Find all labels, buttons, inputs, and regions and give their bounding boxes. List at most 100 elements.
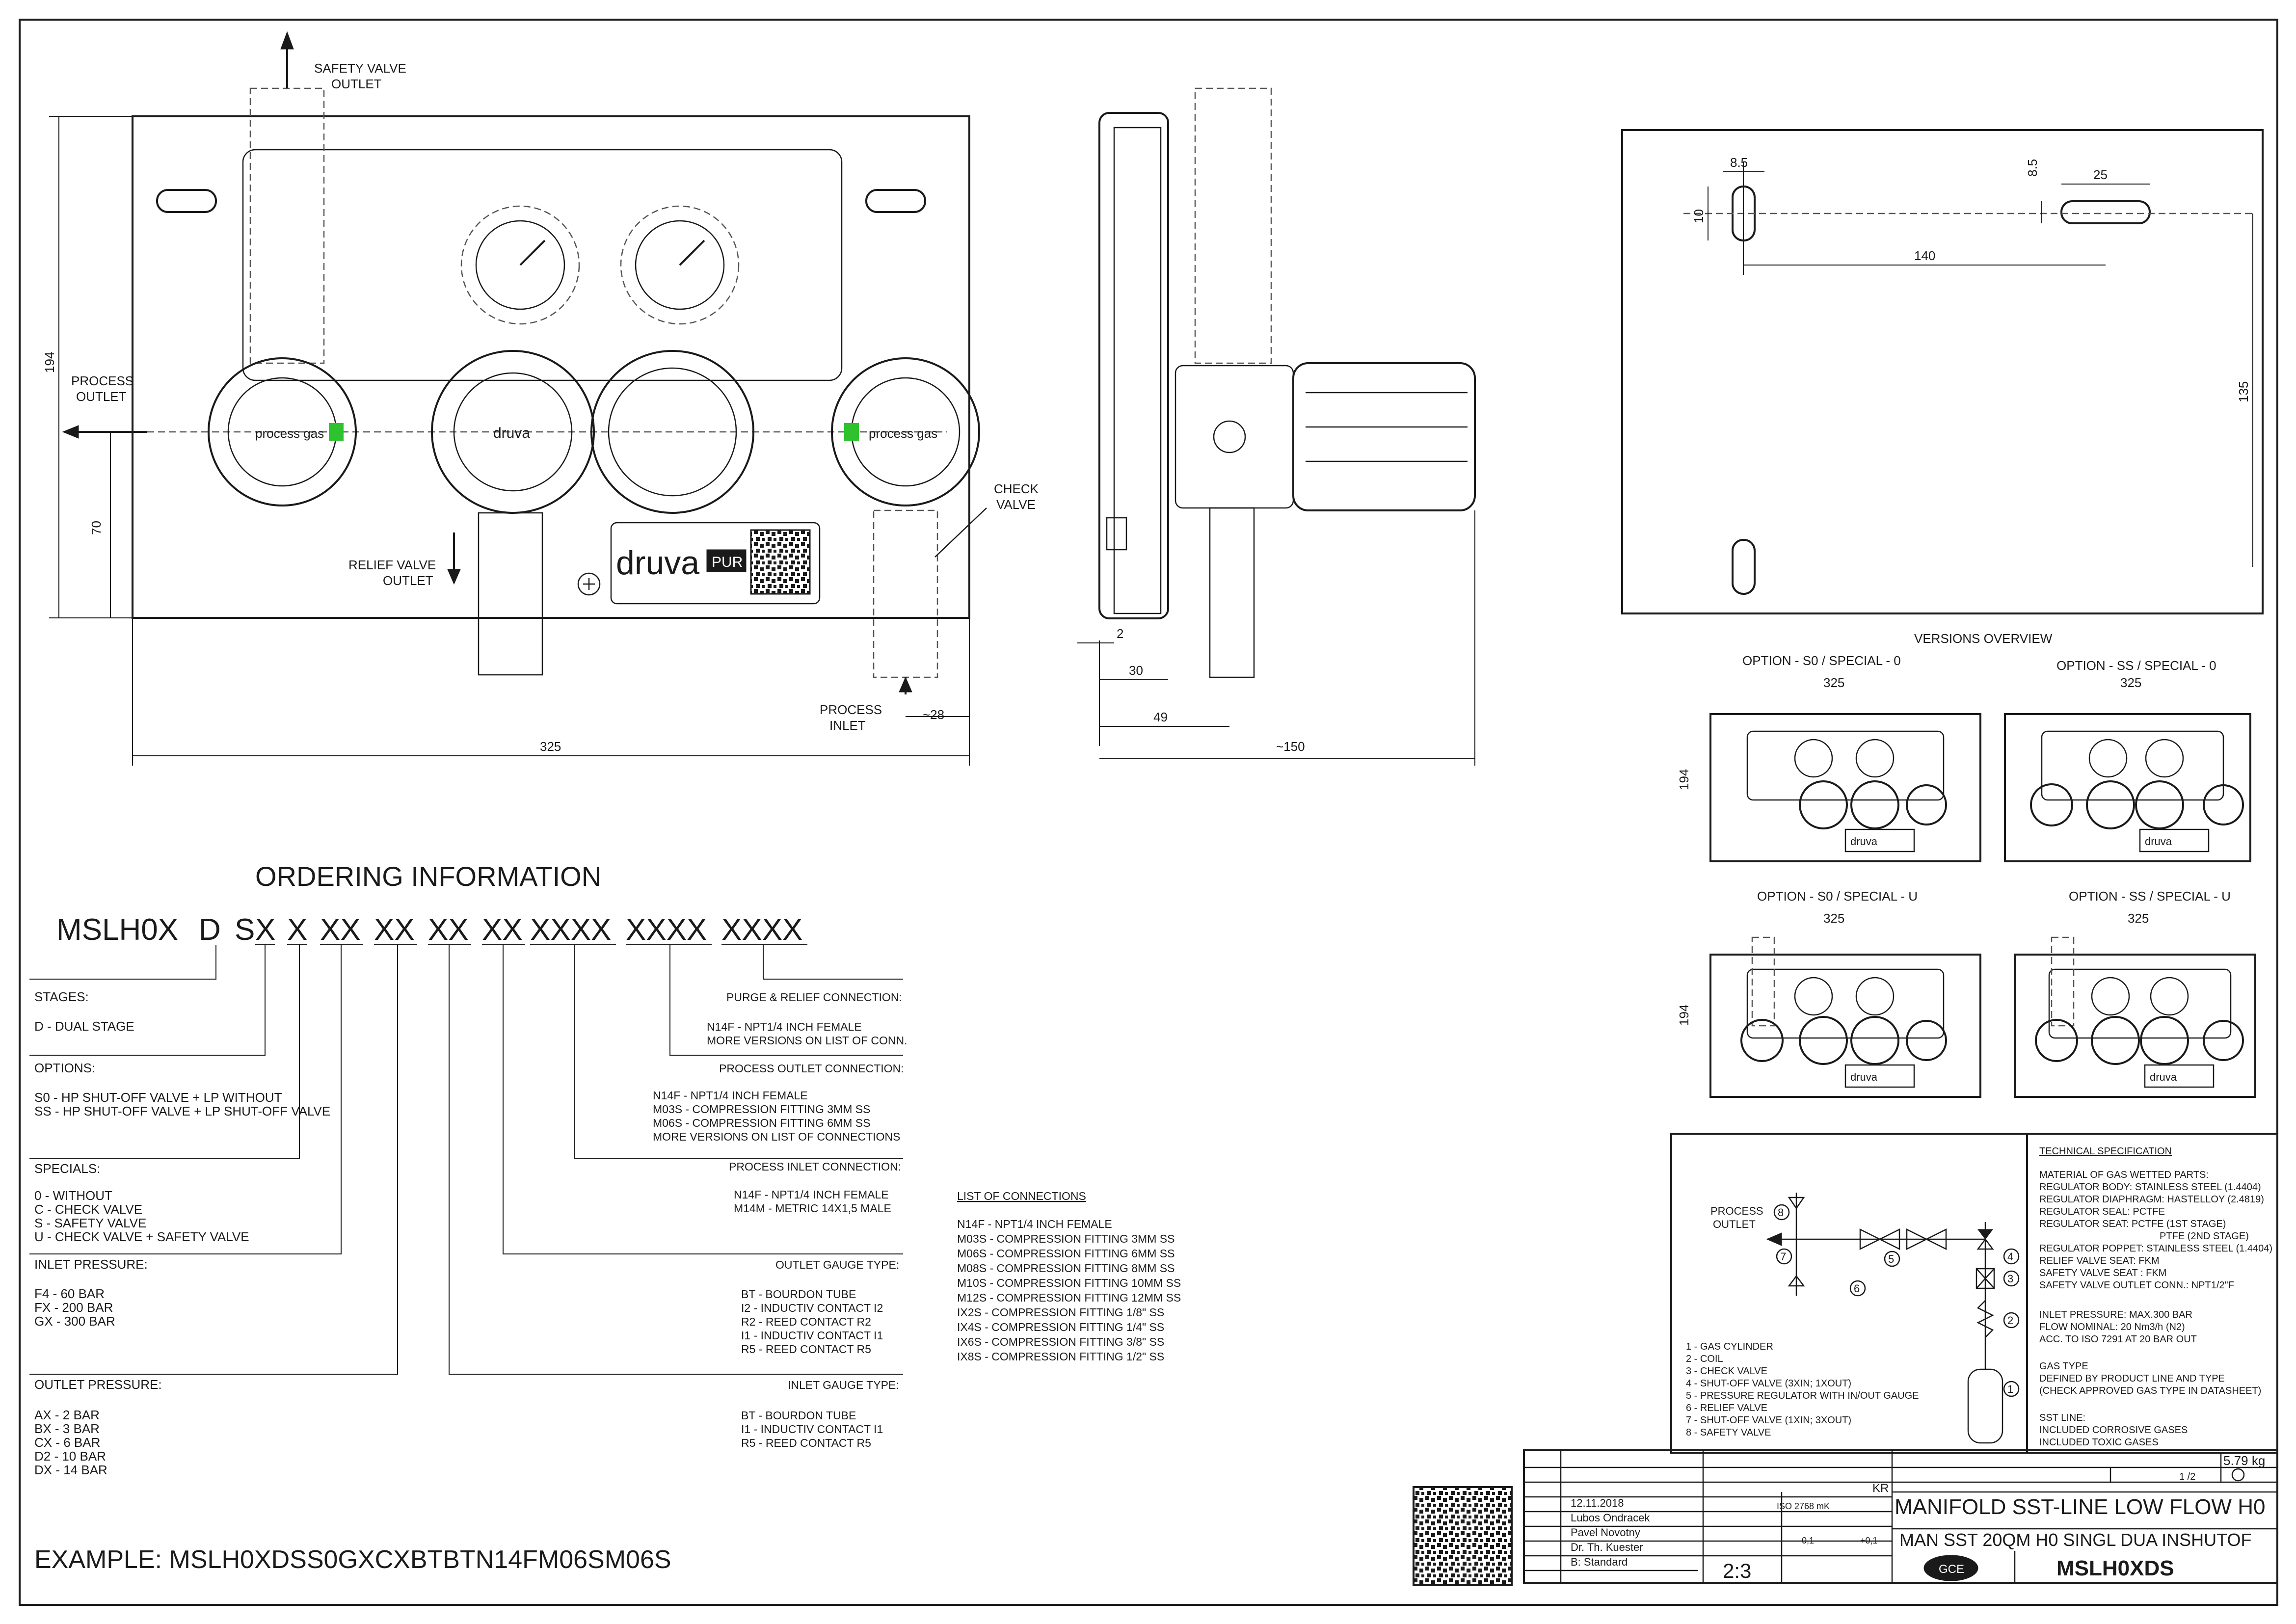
version-2: OPTION - SS / SPECIAL - 0 325 druva — [2004, 658, 2251, 862]
front-view: SAFETY VALVE OUTLET process gas druva — [42, 31, 1039, 766]
rg-0-item-0: N14F - NPT1/4 INCH FEMALE — [707, 1020, 862, 1033]
conn-4: M10S - COMPRESSION FITTING 10MM SS — [957, 1277, 1181, 1289]
connections-list: LIST OF CONNECTIONS N14F - NPT1/4 INCH F… — [957, 1190, 1181, 1363]
sch-num-2: 2 — [2007, 1314, 2013, 1327]
ts-11: INLET PRESSURE: MAX.300 BAR — [2039, 1309, 2192, 1320]
code-part-8: XX — [482, 913, 523, 947]
ts-8: SAFETY VALVE SEAT : FKM — [2039, 1268, 2166, 1278]
ts-21: INCLUDED TOXIC GASES — [2039, 1437, 2159, 1448]
dim-2: 2 — [1117, 626, 1123, 641]
tb-part-no: MSLH0XDS — [2056, 1556, 2174, 1580]
gce-logo — [1923, 1555, 1978, 1581]
tb-iso: ISO 2768 mK — [1777, 1501, 1830, 1511]
tb-checked: Pavel Novotny — [1571, 1526, 1640, 1539]
sch-num-3: 3 — [2007, 1273, 2013, 1285]
rg-3-item-3: I1 - INDUCTIV CONTACT I1 — [741, 1329, 883, 1342]
process-gas-unit-right: process gas — [831, 357, 980, 506]
rg-1-item-1: M03S - COMPRESSION FITTING 3MM SS — [653, 1103, 870, 1116]
relief-valve-label-1: RELIEF VALVE — [348, 558, 436, 572]
back-slot-3 — [1732, 539, 1756, 595]
rg-3-title: OUTLET GAUGE TYPE: — [775, 1258, 899, 1271]
code-part-9: XXXX — [530, 913, 611, 947]
process-gas-unit-left: process gas — [208, 357, 357, 506]
schematic-legend: 1 - GAS CYLINDER 2 - COIL 3 - CHECK VALV… — [1686, 1341, 1919, 1438]
ts-5: PTFE (2ND STAGE) — [2160, 1231, 2249, 1242]
code-part-11: XXXX — [721, 913, 802, 947]
ts-1: REGULATOR BODY: STAINLESS STEEL (1.4404) — [2039, 1182, 2261, 1193]
check-valve-label-1: CHECK — [994, 481, 1039, 496]
ts-4: REGULATOR SEAT: PCTFE (1ST STAGE) — [2039, 1219, 2226, 1229]
tb-author: Lubos Ondracek — [1571, 1512, 1650, 1524]
lg-4-item-1: BX - 3 BAR — [34, 1421, 100, 1436]
back-view: 8.5 10 8.5 25 140 135 — [1621, 129, 2264, 614]
sch-num-4: 4 — [2007, 1251, 2013, 1263]
sch-num-6: 6 — [1854, 1282, 1860, 1295]
status-indicator-green-right — [844, 423, 859, 441]
rg-3-item-2: R2 - REED CONTACT R2 — [741, 1315, 871, 1328]
ordering-title: ORDERING INFORMATION — [255, 861, 601, 892]
side-bracket — [1098, 112, 1169, 619]
lg-4-item-3: D2 - 10 BAR — [34, 1449, 106, 1464]
code-part-1: D — [199, 913, 221, 947]
code-part-6: XX — [374, 913, 415, 947]
rg-4-item-2: R5 - REED CONTACT R5 — [741, 1437, 871, 1449]
conn-3: M08S - COMPRESSION FITTING 8MM SS — [957, 1262, 1175, 1275]
conn-7: IX4S - COMPRESSION FITTING 1/4" SS — [957, 1321, 1164, 1333]
version-3-label: OPTION - S0 / SPECIAL - U — [1757, 889, 1918, 904]
front-plate — [132, 115, 970, 619]
lg-2-item-1: C - CHECK VALVE — [34, 1202, 142, 1217]
side-safety-pipe — [1194, 87, 1272, 364]
tb-sheet: 1 /2 — [2179, 1471, 2195, 1482]
arrow-up-icon — [280, 31, 294, 50]
code-part-10: XXXX — [626, 913, 707, 947]
legend-6: 7 - SHUT-OFF VALVE (1XIN; 3XOUT) — [1686, 1415, 1851, 1426]
schematic-outlet-1: PROCESS — [1710, 1205, 1763, 1217]
projection-icon — [2231, 1468, 2245, 1482]
process-outlet-label-1: PROCESS — [71, 373, 133, 388]
legend-1: 2 - COIL — [1686, 1354, 1723, 1364]
tech-spec: TECHNICAL SPECIFICATION MATERIAL OF GAS … — [2039, 1146, 2272, 1448]
lg-3-title: INLET PRESSURE: — [34, 1257, 148, 1272]
ts-19: SST LINE: — [2039, 1412, 2085, 1423]
plate-qr-code — [750, 529, 811, 595]
code-part-3: X — [255, 913, 275, 947]
legend-3: 4 - SHUT-OFF VALVE (3XIN; 1XOUT) — [1686, 1378, 1851, 1389]
inlet-arrow-up-icon — [899, 676, 912, 692]
dim-28: ~28 — [923, 707, 944, 722]
brand-plate-text: druva — [616, 544, 699, 582]
lg-1-item-1: SS - HP SHUT-OFF VALVE + LP SHUT-OFF VAL… — [34, 1104, 330, 1118]
lg-4-item-0: AX - 2 BAR — [34, 1408, 100, 1422]
process-gas-label-right: process gas — [869, 426, 937, 441]
gauge-left — [460, 205, 580, 325]
side-knob — [1292, 362, 1476, 511]
dim-135: 135 — [2236, 381, 2251, 402]
ts-20: INCLUDED CORROSIVE GASES — [2039, 1425, 2188, 1436]
ts-16: DEFINED BY PRODUCT LINE AND TYPE — [2039, 1373, 2225, 1384]
tb-logo-text: GCE — [1939, 1563, 1964, 1576]
legend-7: 8 - SAFETY VALVE — [1686, 1427, 1771, 1438]
back-plate — [1621, 129, 2264, 614]
ts-2: REGULATOR DIAPHRAGM: HASTELLOY (2.4819) — [2039, 1194, 2264, 1205]
front-dimensions: 194 70 325 ~28 — [42, 116, 970, 766]
schematic-frame — [1670, 1133, 2278, 1454]
rg-2-item-1: M14M - METRIC 14X1,5 MALE — [734, 1202, 891, 1215]
side-relief-pipe — [1209, 507, 1255, 678]
ts-0: MATERIAL OF GAS WETTED PARTS: — [2039, 1170, 2209, 1180]
rg-1-item-2: M06S - COMPRESSION FITTING 6MM SS — [653, 1117, 870, 1129]
ordering-example: EXAMPLE: MSLH0XDSS0GXCXBTBTN14FM06SM06S — [34, 1545, 671, 1574]
version-1-height: 194 — [1677, 769, 1691, 790]
tb-weight: 5.79 kg — [2223, 1453, 2265, 1468]
process-inlet-label-2: INLET — [829, 718, 866, 733]
sch-num-1: 1 — [2007, 1383, 2013, 1395]
versions-title: VERSIONS OVERVIEW — [1914, 631, 2053, 646]
tb-date: 12.11.2018 — [1571, 1497, 1624, 1509]
gas-cylinder-icon — [1967, 1368, 2003, 1444]
center-cylinder — [590, 350, 754, 514]
conn-2: M06S - COMPRESSION FITTING 6MM SS — [957, 1247, 1175, 1260]
rg-4-item-1: I1 - INDUCTIV CONTACT I1 — [741, 1423, 883, 1436]
conn-6: IX2S - COMPRESSION FITTING 1/8" SS — [957, 1306, 1164, 1319]
check-valve-label-2: VALVE — [996, 497, 1036, 512]
ts-17: (CHECK APPROVED GAS TYPE IN DATASHEET) — [2039, 1385, 2261, 1396]
ts-3: REGULATOR SEAL: PCTFE — [2039, 1206, 2165, 1217]
